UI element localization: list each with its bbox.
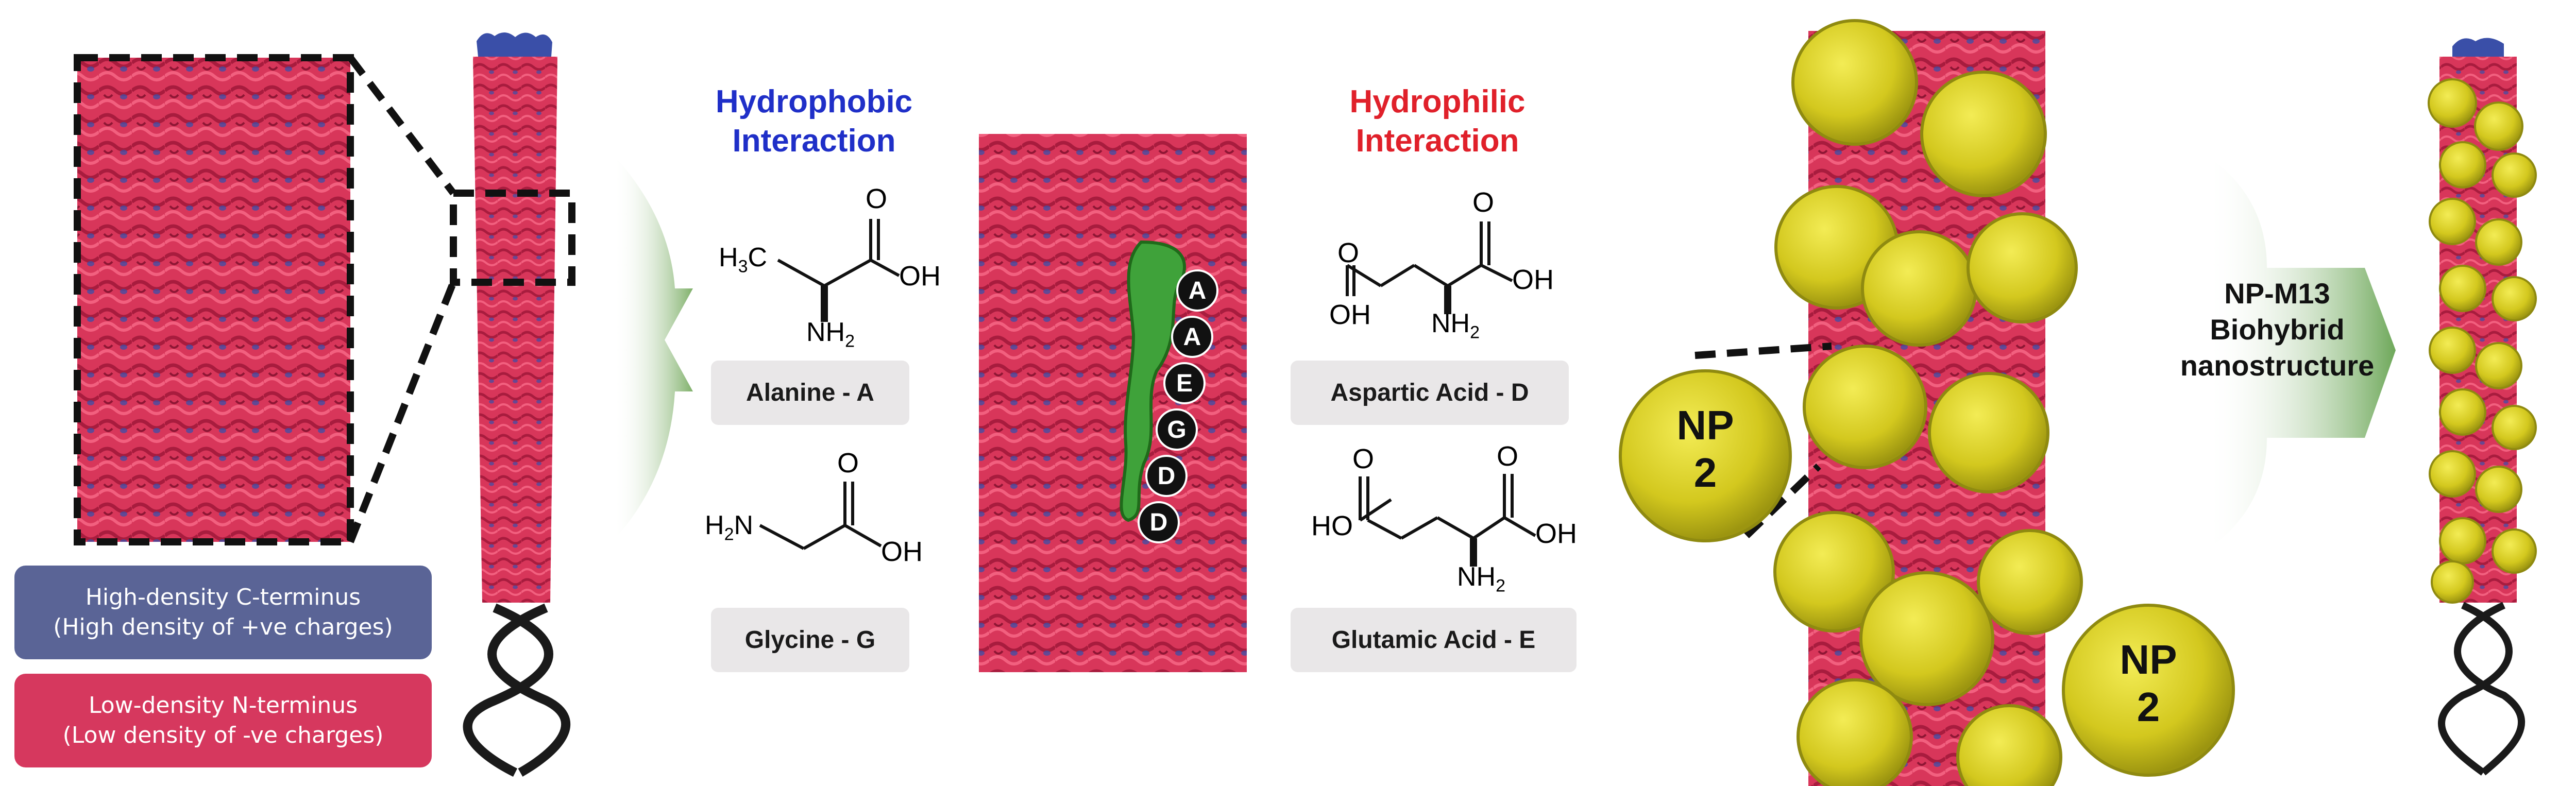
- arrow-2: [2205, 155, 2396, 551]
- np-label-2-line1: NP: [2120, 637, 2177, 682]
- label-aspartic-oh2: OH: [1512, 264, 1554, 295]
- glycine-label: Glycine - G: [711, 608, 909, 672]
- sequence-badge: D: [1138, 501, 1180, 543]
- alanine-label: Alanine - A: [711, 361, 909, 425]
- label-aspartic-nh2: NH2: [1431, 309, 1480, 343]
- glutamic-label: Glutamic Acid - E: [1291, 608, 1577, 672]
- aspartic-structure: [1346, 221, 1513, 314]
- legend-high-line2: (High density of +ve charges): [53, 614, 393, 640]
- alanine-structure: [777, 219, 900, 322]
- np-label-1-line1: NP: [1676, 402, 1734, 448]
- np-label-2: NP 2: [2087, 636, 2210, 731]
- label-glutamic-o2: O: [1497, 441, 1519, 472]
- np-phage-small: [2428, 38, 2537, 776]
- legend-low-line1: Low-density N-terminus: [88, 692, 358, 719]
- label-glutamic-o1: O: [1352, 443, 1375, 474]
- np-label-2-line2: 2: [2137, 684, 2160, 730]
- np-label-1: NP 2: [1643, 402, 1767, 497]
- label-glutamic-ho: HO: [1311, 510, 1353, 541]
- result-line2: Biohybrid: [2210, 313, 2345, 346]
- glutamic-structure: [1359, 474, 1536, 567]
- glycine-structure: [759, 482, 882, 550]
- np-callout-2: [2062, 604, 2235, 777]
- sequence-badge: D: [1145, 455, 1188, 497]
- np-callout-lines: [1694, 343, 1832, 539]
- hydrophilic-title-line2: Interaction: [1355, 123, 1519, 159]
- label-alanine-o: O: [866, 183, 888, 214]
- hydrophobic-title-line2: Interaction: [732, 123, 896, 159]
- arrow-1: [613, 155, 693, 541]
- result-line1: NP-M13: [2224, 277, 2330, 310]
- label-alanine-oh: OH: [899, 261, 941, 292]
- legend-low-density: Low-density N-terminus (Low density of -…: [14, 674, 432, 767]
- label-glutamic-nh2: NH2: [1457, 562, 1506, 596]
- aspartic-label: Aspartic Acid - D: [1291, 361, 1569, 425]
- np-phage-large: [1773, 19, 2083, 786]
- m13-phage: [450, 32, 575, 603]
- sequence-badge: A: [1171, 316, 1213, 358]
- legend-high-density: High-density C-terminus (High density of…: [14, 566, 432, 659]
- hydrophilic-title-line1: Hydrophilic: [1349, 84, 1526, 119]
- label-h3c: H3C: [719, 243, 768, 277]
- hydrophobic-title-line1: Hydrophobic: [715, 84, 913, 119]
- sequence-badge: E: [1163, 362, 1206, 404]
- zoom-inset: [74, 54, 354, 545]
- np-callout-1: [1619, 369, 1792, 542]
- label-glycine-o: O: [837, 448, 859, 479]
- hydrophobic-heading: Hydrophobic Interaction: [685, 82, 943, 161]
- label-glycine-oh: OH: [881, 536, 923, 567]
- result-label: NP-M13 Biohybrid nanostructure: [2164, 276, 2391, 384]
- dna-strand: [463, 603, 570, 777]
- label-aspartic-oh1: OH: [1329, 299, 1371, 330]
- np-label-1-line2: 2: [1693, 450, 1717, 495]
- hydrophilic-heading: Hydrophilic Interaction: [1309, 82, 1566, 161]
- zoom-lines: [347, 55, 457, 543]
- label-glycine-h2n: H2N: [705, 510, 754, 544]
- label-glutamic-oh: OH: [1535, 518, 1577, 549]
- label-aspartic-o1: O: [1337, 237, 1360, 268]
- label-aspartic-o2: O: [1472, 187, 1495, 218]
- result-line3: nanostructure: [2180, 349, 2375, 382]
- peptide-display: [979, 134, 1247, 672]
- sequence-badge: G: [1156, 408, 1198, 451]
- label-alanine-nh2: NH2: [806, 317, 855, 351]
- legend-low-line2: (Low density of -ve charges): [62, 722, 384, 748]
- legend-high-line1: High-density C-terminus: [85, 584, 361, 610]
- sequence-badge: A: [1176, 269, 1218, 312]
